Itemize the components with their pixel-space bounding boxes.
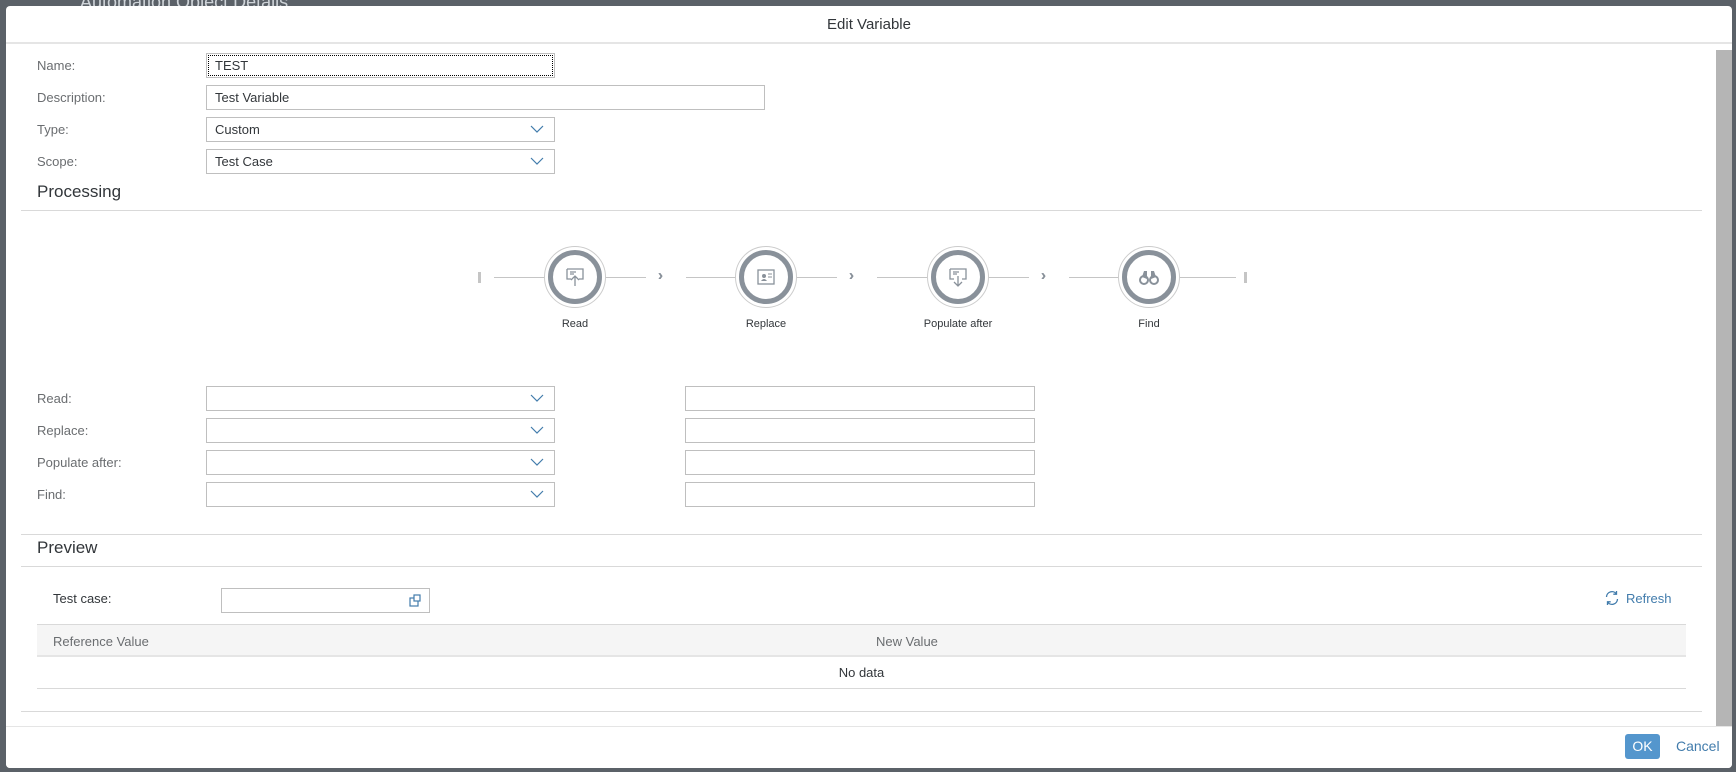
scrollbar[interactable]	[1716, 50, 1732, 726]
populate-download-icon	[949, 268, 967, 287]
chevron-down-icon	[530, 157, 544, 165]
divider	[21, 711, 1702, 712]
scope-label: Scope:	[37, 154, 78, 169]
connector	[989, 277, 1029, 278]
replace-label: Replace:	[37, 423, 89, 438]
connector	[606, 277, 646, 278]
read-label: Read:	[37, 391, 72, 406]
type-label: Type:	[37, 122, 69, 137]
connector	[1069, 277, 1119, 278]
cancel-button[interactable]: Cancel	[1676, 738, 1720, 754]
find-value-input[interactable]	[685, 482, 1035, 507]
populate-after-select[interactable]	[206, 450, 555, 475]
scope-value: Test Case	[215, 154, 273, 169]
name-label: Name:	[37, 58, 76, 73]
contact-card-icon	[757, 269, 775, 285]
divider	[21, 534, 1702, 535]
edit-variable-dialog: Edit Variable Name: TEST Description: Te…	[6, 6, 1732, 768]
preview-table-header: Reference Value New Value	[37, 624, 1686, 657]
populate-after-value-input[interactable]	[685, 450, 1035, 475]
step-populate-after[interactable]	[927, 246, 989, 308]
refresh-label: Refresh	[1626, 590, 1672, 606]
column-header-new-value[interactable]: New Value	[876, 634, 938, 649]
flow-start-marker	[478, 272, 481, 283]
step-find[interactable]	[1118, 246, 1180, 308]
test-case-input[interactable]	[221, 588, 430, 613]
flow-end-marker	[1244, 272, 1247, 283]
chevron-down-icon	[530, 458, 544, 466]
binoculars-icon	[1139, 271, 1159, 285]
read-select[interactable]	[206, 386, 555, 411]
description-input[interactable]: Test Variable	[206, 85, 765, 110]
connector	[797, 277, 837, 278]
step-read[interactable]	[544, 246, 606, 308]
connector	[494, 277, 548, 278]
type-value: Custom	[215, 122, 260, 137]
step-replace[interactable]	[735, 246, 797, 308]
read-upload-icon	[566, 268, 584, 286]
preview-heading: Preview	[37, 538, 98, 557]
connector	[1180, 277, 1236, 278]
refresh-icon	[1605, 591, 1619, 605]
find-select[interactable]	[206, 482, 555, 507]
divider	[21, 566, 1702, 567]
populate-after-label: Populate after:	[37, 455, 122, 470]
scope-select[interactable]: Test Case	[206, 149, 555, 174]
name-input[interactable]: TEST	[206, 53, 555, 78]
replace-value-input[interactable]	[685, 418, 1035, 443]
replace-select[interactable]	[206, 418, 555, 443]
dialog-title: Edit Variable	[6, 6, 1732, 44]
type-select[interactable]: Custom	[206, 117, 555, 142]
value-help-icon[interactable]	[408, 594, 422, 608]
chevron-down-icon	[530, 125, 544, 133]
ok-button[interactable]: OK	[1625, 734, 1660, 759]
description-label: Description:	[37, 90, 106, 105]
step-label: Populate after	[923, 318, 993, 330]
dialog-footer: OK Cancel	[6, 726, 1732, 768]
chevron-down-icon	[530, 426, 544, 434]
chevron-down-icon	[530, 394, 544, 402]
no-data-row: No data	[37, 657, 1686, 689]
connector	[686, 277, 736, 278]
step-label: Replace	[745, 318, 787, 330]
step-label: Read	[561, 318, 589, 330]
read-value-input[interactable]	[685, 386, 1035, 411]
divider	[21, 210, 1702, 211]
test-case-label: Test case:	[53, 591, 112, 606]
processing-heading: Processing	[37, 182, 122, 201]
find-label: Find:	[37, 487, 66, 502]
chevron-down-icon	[530, 490, 544, 498]
connector	[877, 277, 927, 278]
refresh-button[interactable]: Refresh	[1604, 590, 1672, 606]
step-label: Find	[1138, 318, 1160, 330]
column-header-reference-value[interactable]: Reference Value	[53, 634, 149, 649]
